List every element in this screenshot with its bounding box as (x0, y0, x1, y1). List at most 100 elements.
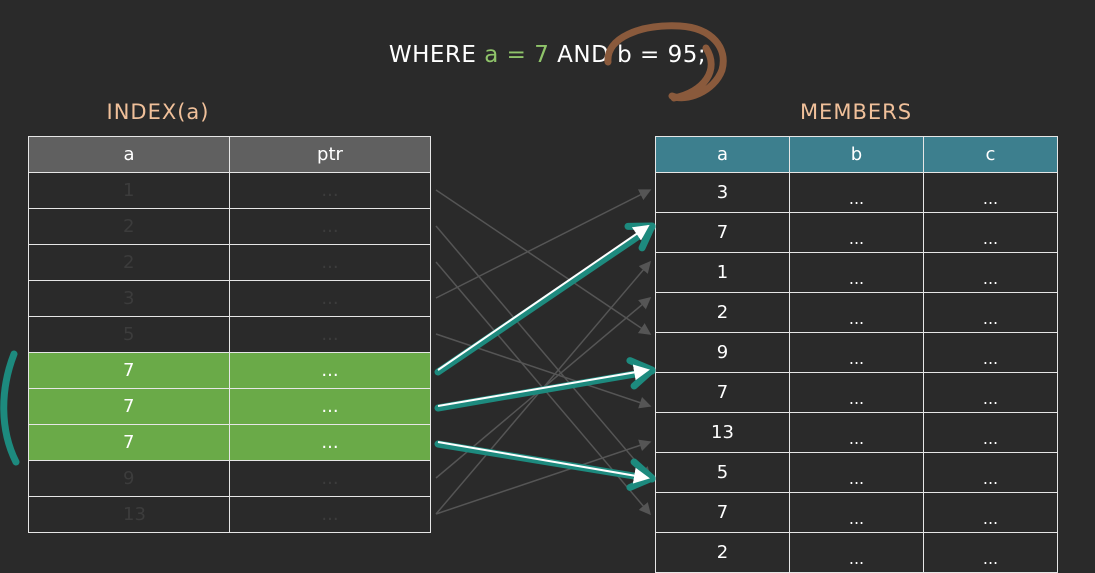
members-cell-c: ... (923, 252, 1058, 293)
highlight-pointer (434, 222, 656, 376)
members-title: MEMBERS (799, 100, 913, 124)
query-b-clause: b = 95; (617, 42, 707, 68)
members-cell-b: ... (789, 412, 924, 453)
index-cell-ptr: ... (229, 280, 431, 317)
index-cell-a: 1 (28, 172, 230, 209)
query-prefix: WHERE (388, 42, 485, 68)
highlight-pointer-line (437, 364, 650, 407)
highlight-pointer-head (626, 357, 656, 390)
query-a-clause: a = 7 (484, 42, 550, 68)
highlight-pointer (434, 357, 656, 412)
index-row: 5... (28, 316, 431, 353)
pointer-line (435, 439, 652, 515)
members-cell-c: ... (923, 452, 1058, 493)
index-cell-ptr: ... (229, 208, 431, 245)
index-row: 7... (28, 388, 431, 425)
members-cell-a: 5 (655, 452, 790, 493)
index-table: a ptr 1...2...2...3...5...7...7...7...9.… (28, 136, 431, 533)
index-cell-ptr: ... (229, 244, 431, 281)
index-cell-ptr: ... (229, 172, 431, 209)
highlight-pointer (434, 440, 656, 491)
members-cell-c: ... (923, 412, 1058, 453)
members-cell-b: ... (789, 372, 924, 413)
index-row: 7... (28, 424, 431, 461)
members-row: 13...... (655, 412, 1058, 453)
members-cell-c: ... (923, 372, 1058, 413)
members-table: a b c 3......7......1......2......9.....… (655, 136, 1058, 573)
members-cell-b: ... (789, 212, 924, 253)
annotation-bracket (0, 350, 20, 466)
members-header-row: a b c (655, 136, 1058, 173)
members-cell-a: 3 (655, 172, 790, 213)
members-row: 1...... (655, 252, 1058, 293)
members-cell-b: ... (789, 292, 924, 333)
members-cell-b: ... (789, 172, 924, 213)
index-cell-a: 7 (28, 424, 230, 461)
pointer-line (435, 261, 651, 516)
highlight-pointer-stroke (434, 367, 656, 412)
index-row: 9... (28, 460, 431, 497)
diagram-canvas: WHERE a = 7 AND b = 95; INDEX(a) MEMBERS… (0, 22, 1058, 573)
members-row: 7...... (655, 212, 1058, 253)
index-cell-ptr: ... (229, 460, 431, 497)
index-row: 1... (28, 172, 431, 209)
index-row: 2... (28, 244, 431, 281)
index-cell-ptr: ... (229, 388, 431, 425)
members-row: 2...... (655, 292, 1058, 333)
index-cell-a: 5 (28, 316, 230, 353)
index-cell-a: 9 (28, 460, 230, 497)
members-row: 3...... (655, 172, 1058, 213)
highlight-pointer-head (624, 222, 656, 252)
index-title: INDEX(a) (106, 100, 210, 124)
index-header-row: a ptr (28, 136, 431, 173)
members-cell-b: ... (789, 252, 924, 293)
members-row: 7...... (655, 492, 1058, 533)
pointer-line (435, 225, 651, 480)
members-cell-c: ... (923, 332, 1058, 373)
index-header-ptr: ptr (229, 136, 431, 173)
members-row: 7...... (655, 372, 1058, 413)
pointer-line (435, 297, 652, 479)
pointer-line (435, 333, 652, 409)
pointer-line (435, 189, 652, 335)
members-cell-c: ... (923, 532, 1058, 573)
members-cell-c: ... (923, 172, 1058, 213)
index-row: 3... (28, 280, 431, 317)
index-header-a: a (28, 136, 230, 173)
members-cell-a: 9 (655, 332, 790, 373)
highlight-pointer-line (437, 441, 650, 484)
highlight-pointer-head (626, 458, 656, 491)
pointer-line (435, 189, 652, 299)
members-cell-b: ... (789, 492, 924, 533)
index-cell-a: 7 (28, 388, 230, 425)
index-cell-a: 2 (28, 244, 230, 281)
members-header-a: a (655, 136, 790, 173)
index-cell-ptr: ... (229, 424, 431, 461)
highlight-pointer-stroke (434, 440, 656, 483)
members-cell-a: 7 (655, 372, 790, 413)
members-cell-a: 7 (655, 492, 790, 533)
members-header-b: b (789, 136, 924, 173)
highlight-pointer-line (437, 224, 650, 371)
highlight-pointer-stroke (434, 223, 656, 376)
members-cell-a: 1 (655, 252, 790, 293)
index-cell-a: 13 (28, 496, 230, 533)
index-cell-a: 3 (28, 280, 230, 317)
query-middle: AND (549, 42, 618, 68)
members-cell-c: ... (923, 492, 1058, 533)
members-cell-a: 2 (655, 532, 790, 573)
members-row: 2...... (655, 532, 1058, 573)
index-cell-a: 2 (28, 208, 230, 245)
members-header-c: c (923, 136, 1058, 173)
index-cell-ptr: ... (229, 352, 431, 389)
members-cell-c: ... (923, 292, 1058, 333)
members-cell-a: 7 (655, 212, 790, 253)
members-row: 5...... (655, 452, 1058, 493)
pointer-line (435, 260, 651, 515)
index-row: 2... (28, 208, 431, 245)
members-cell-b: ... (789, 332, 924, 373)
members-row: 9...... (655, 332, 1058, 373)
members-cell-a: 13 (655, 412, 790, 453)
index-cell-a: 7 (28, 352, 230, 389)
index-cell-ptr: ... (229, 496, 431, 533)
